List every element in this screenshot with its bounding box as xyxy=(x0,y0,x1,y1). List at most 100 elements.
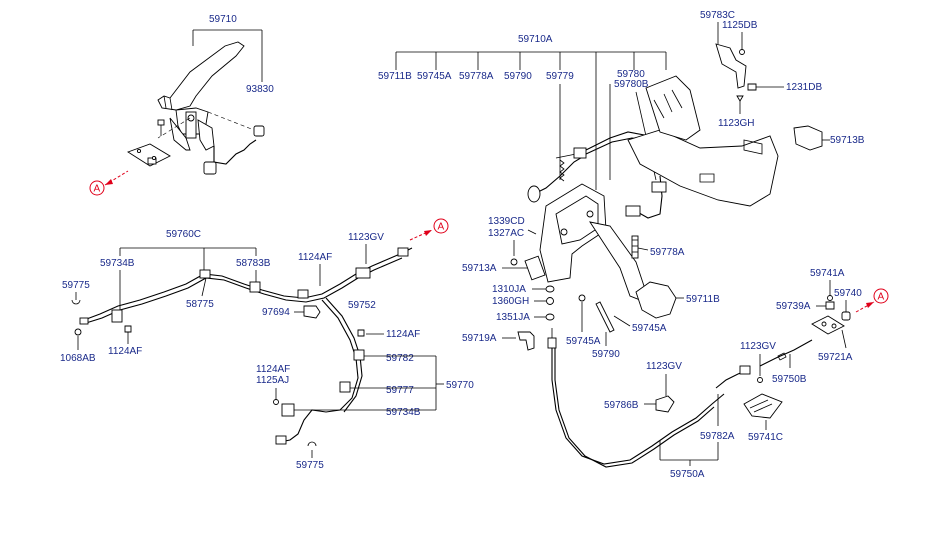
label-59770[interactable]: 59770 xyxy=(446,380,474,391)
clip-59775-b xyxy=(307,441,317,447)
return-spring xyxy=(559,159,565,182)
label-59713A[interactable]: 59713A xyxy=(462,263,497,274)
label-59778A-top[interactable]: 59778A xyxy=(459,71,494,82)
label-59750B[interactable]: 59750B xyxy=(772,374,807,385)
label-59734B-left[interactable]: 59734B xyxy=(100,258,135,269)
pedal-fasteners: 1339CD 1327AC 59713A 1310JA 1360GH 1351J… xyxy=(462,216,725,468)
pedal-pad xyxy=(635,281,677,319)
label-59745A-right[interactable]: 59745A xyxy=(632,323,667,334)
label-59713B[interactable]: 59713B xyxy=(830,135,865,146)
bracket-59734B-left xyxy=(111,309,123,323)
pin-59790 xyxy=(595,301,615,333)
label-58775[interactable]: 58775 xyxy=(186,299,214,310)
rear-mechanism-group: 59741A 59740 59739A 59721A 1123GV 59750B… xyxy=(604,268,862,480)
label-59741A[interactable]: 59741A xyxy=(810,268,845,279)
label-1310JA[interactable]: 1310JA xyxy=(492,284,526,295)
label-59711B-top[interactable]: 59711B xyxy=(378,71,412,82)
reference-a-middle: A xyxy=(409,218,449,241)
label-1231DB[interactable]: 1231DB xyxy=(786,82,822,93)
bolt-1068AB xyxy=(74,328,82,336)
brake-switch xyxy=(253,125,265,137)
clip-59775-a xyxy=(71,299,81,305)
label-59710[interactable]: 59710 xyxy=(209,14,237,25)
label-1124AF-d[interactable]: 1124AF xyxy=(256,364,290,375)
rear-cable-59760C xyxy=(83,247,413,321)
pedal-arm xyxy=(589,221,647,301)
front-cable-59750A xyxy=(551,348,725,465)
bracket-59734B-right xyxy=(281,403,295,417)
label-59779[interactable]: 59779 xyxy=(546,71,574,82)
spring-clip xyxy=(573,147,587,159)
clip-59719A xyxy=(517,331,535,351)
label-59790-bottom[interactable]: 59790 xyxy=(592,349,620,360)
label-97694[interactable]: 97694 xyxy=(262,307,290,318)
lever-assembly-group: 59710 93830 xyxy=(126,14,274,175)
label-59745A-top[interactable]: 59745A xyxy=(417,71,452,82)
mount-bracket-59713A xyxy=(524,255,546,281)
cable-end-left xyxy=(79,317,89,325)
label-59734B-right[interactable]: 59734B xyxy=(386,407,421,418)
label-59719A[interactable]: 59719A xyxy=(462,333,497,344)
label-59782-left[interactable]: 59782 xyxy=(386,353,414,364)
label-59741C[interactable]: 59741C xyxy=(748,432,783,443)
cable-end-59750A xyxy=(547,337,557,349)
label-59775-a[interactable]: 59775 xyxy=(62,280,90,291)
label-59780B[interactable]: 59780B xyxy=(614,79,649,90)
reference-a-middle-circle xyxy=(433,218,449,234)
label-1124AF-a[interactable]: 1124AF xyxy=(298,252,332,263)
rear-cable-59770 xyxy=(279,299,359,443)
bracket-59786B xyxy=(655,395,675,413)
label-59778A-right[interactable]: 59778A xyxy=(650,247,685,258)
reference-a-left-text: A xyxy=(94,184,101,195)
label-1360GH[interactable]: 1360GH xyxy=(492,296,529,307)
label-1339CD[interactable]: 1339CD xyxy=(488,216,525,227)
clip-97694 xyxy=(303,305,321,319)
label-59780[interactable]: 59780 xyxy=(617,69,645,80)
label-1123GV-c[interactable]: 1123GV xyxy=(646,361,682,372)
label-59783C[interactable]: 59783C xyxy=(700,10,735,21)
label-59782A[interactable]: 59782A xyxy=(700,431,735,442)
label-1068AB[interactable]: 1068AB xyxy=(60,353,96,364)
label-59752[interactable]: 59752 xyxy=(348,300,376,311)
label-59740[interactable]: 59740 xyxy=(834,288,862,299)
label-59775-b[interactable]: 59775 xyxy=(296,460,324,471)
label-59750A[interactable]: 59750A xyxy=(670,469,705,480)
dash-panel xyxy=(627,129,779,207)
label-59739A[interactable]: 59739A xyxy=(776,301,811,312)
lever-59721A xyxy=(811,315,845,335)
label-59790-top[interactable]: 59790 xyxy=(504,71,532,82)
release-handle-panel: 59783C 1125DB 1231DB 1123GH 59713B xyxy=(627,10,865,207)
label-1327AC[interactable]: 1327AC xyxy=(488,228,524,239)
pedal-mechanism xyxy=(524,131,721,319)
release-handle-59713B xyxy=(793,125,823,151)
label-59710A[interactable]: 59710A xyxy=(518,34,553,45)
label-59786B[interactable]: 59786B xyxy=(604,400,639,411)
stopper-59778A xyxy=(631,235,639,259)
label-59745A-bottom[interactable]: 59745A xyxy=(566,336,601,347)
label-1124AF-c[interactable]: 1124AF xyxy=(386,329,420,340)
washer-1310JA xyxy=(545,285,555,293)
label-1125DB[interactable]: 1125DB xyxy=(722,20,758,31)
label-1125AJ[interactable]: 1125AJ xyxy=(256,375,289,386)
label-59721A[interactable]: 59721A xyxy=(818,352,853,363)
handbrake-lever xyxy=(157,41,245,111)
label-58783B[interactable]: 58783B xyxy=(236,258,271,269)
label-1123GV-a[interactable]: 1123GV xyxy=(348,232,384,243)
washer-1351JA xyxy=(545,313,555,321)
label-93830[interactable]: 93830 xyxy=(246,84,274,95)
label-59760C[interactable]: 59760C xyxy=(166,229,201,240)
reference-a-right: A xyxy=(855,288,889,313)
label-1124AF-b[interactable]: 1124AF xyxy=(108,346,142,357)
brake-switch-wire xyxy=(213,139,257,165)
label-59711B-right[interactable]: 59711B xyxy=(686,294,720,305)
handle-bracket-59783C xyxy=(715,43,747,89)
reference-a-middle-text: A xyxy=(438,222,445,233)
label-59777[interactable]: 59777 xyxy=(386,385,414,396)
label-1123GV-b[interactable]: 1123GV xyxy=(740,341,776,352)
reference-a-right-text: A xyxy=(878,292,885,303)
label-1351JA[interactable]: 1351JA xyxy=(496,312,530,323)
label-1123GH[interactable]: 1123GH xyxy=(718,118,755,129)
rear-cable-59760C-group: 59760C 59734B 58783B 59775 58775 1068AB … xyxy=(60,229,474,471)
reference-a-right-circle xyxy=(873,288,889,304)
